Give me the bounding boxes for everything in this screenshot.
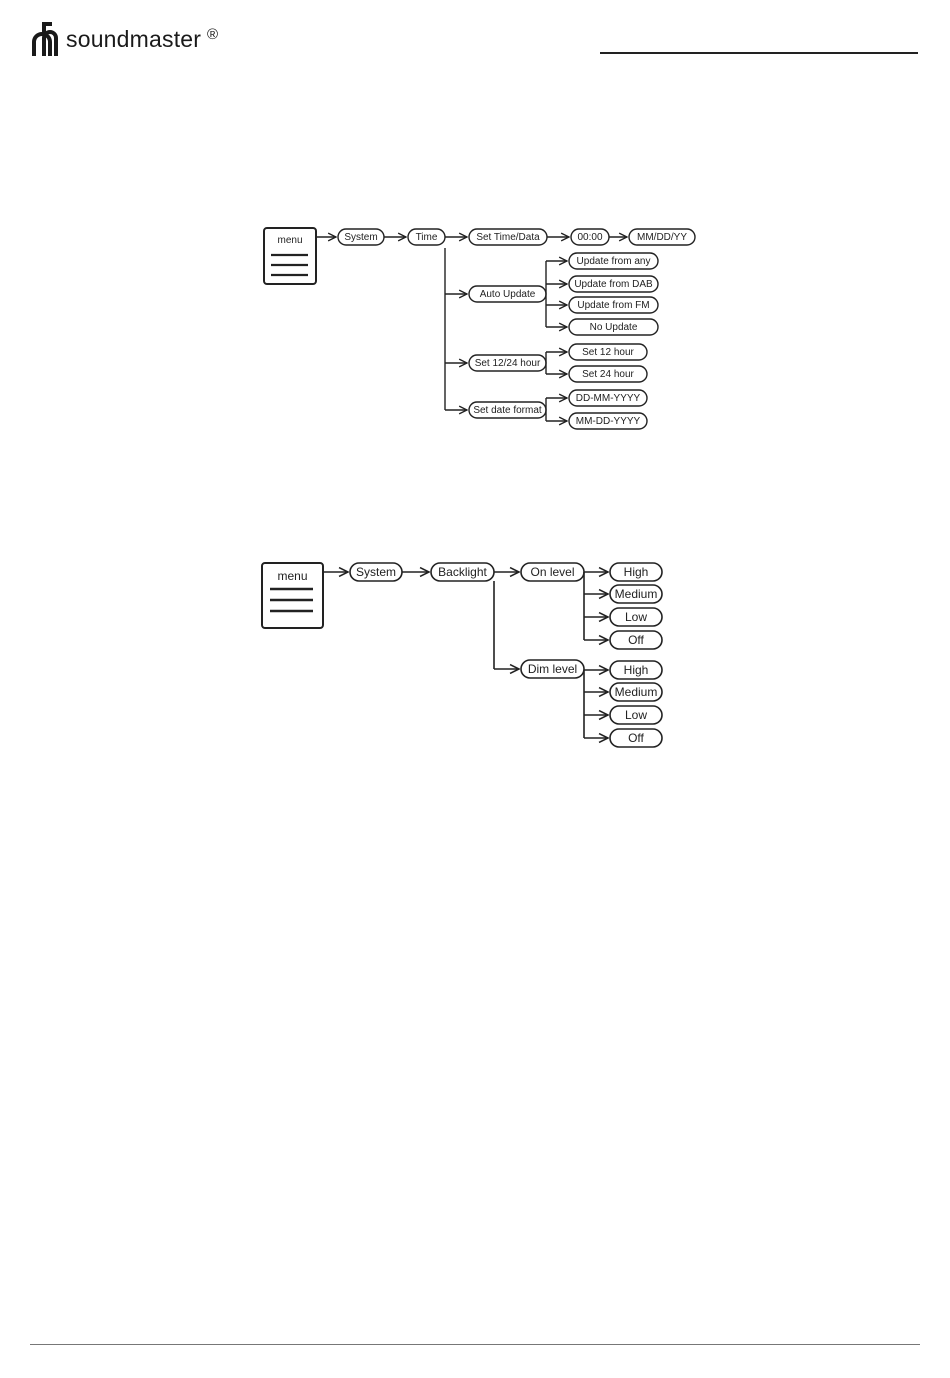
date-value: MM/DD/YY	[637, 232, 687, 243]
time-label: Time	[416, 232, 438, 243]
auto-update-option: Update from any	[577, 256, 651, 267]
time-system-label: System	[344, 232, 377, 243]
hour-format-option: Set 24 hour	[582, 369, 634, 380]
on-level-option: Medium	[615, 587, 658, 601]
dim-level-option: High	[624, 663, 649, 677]
on-level-label: On level	[530, 565, 574, 579]
date-format-option: MM-DD-YYYY	[576, 416, 641, 427]
backlight-system-label: System	[356, 565, 396, 579]
footer-rule	[30, 1344, 920, 1345]
backlight-menu-label: menu	[277, 569, 307, 583]
dim-level-option: Off	[628, 731, 644, 745]
dim-level-label: Dim level	[528, 662, 577, 676]
auto-update-option: No Update	[590, 322, 638, 333]
on-level-option: Off	[628, 633, 644, 647]
dim-level-option: Low	[625, 708, 647, 722]
dim-level-option: Medium	[615, 685, 658, 699]
time-menu-label: menu	[277, 235, 302, 246]
date-format-label: Set date format	[473, 405, 542, 416]
hour-format-option: Set 12 hour	[582, 347, 634, 358]
hour-format-label: Set 12/24 hour	[475, 358, 541, 369]
set-time-label: Set Time/Data	[476, 232, 540, 243]
auto-update-option: Update from DAB	[574, 279, 653, 290]
on-level-option: High	[624, 565, 649, 579]
backlight-menu-diagram	[262, 563, 662, 747]
auto-update-option: Update from FM	[577, 300, 649, 311]
time-value: 00:00	[577, 232, 602, 243]
backlight-label: Backlight	[438, 565, 487, 579]
date-format-option: DD-MM-YYYY	[576, 393, 641, 404]
on-level-option: Low	[625, 610, 647, 624]
auto-update-label: Auto Update	[480, 289, 536, 300]
